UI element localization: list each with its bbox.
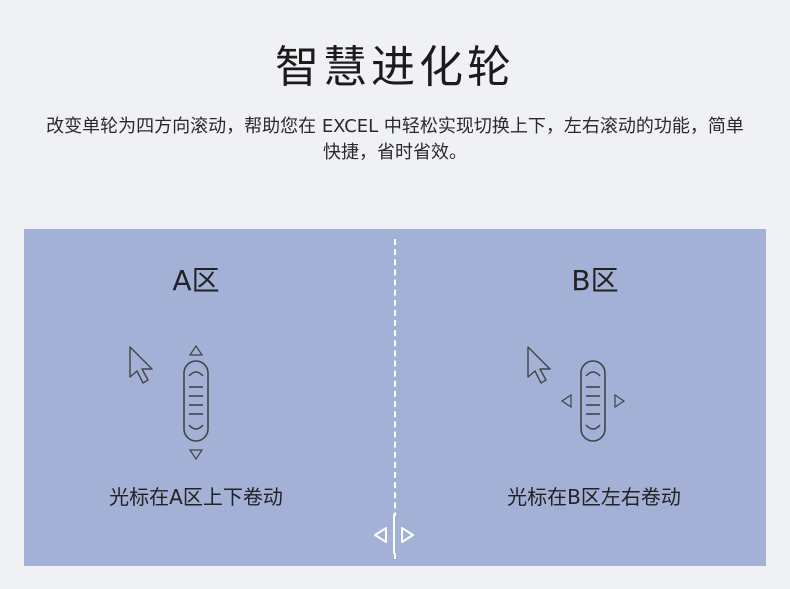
zone-a-illustration — [129, 344, 209, 461]
page-description: 改变单轮为四方向滚动，帮助您在 EXCEL 中轻松实现切换上下，左右滚动的功能，… — [46, 116, 744, 163]
zone-b-title: B区 — [571, 264, 619, 297]
mouse-pointer-icon — [129, 346, 153, 384]
triangle-left-icon — [374, 527, 387, 543]
scroll-wheel-icon — [580, 360, 606, 442]
scroll-wheel-icon — [183, 360, 209, 442]
zone-a-title: A区 — [172, 264, 220, 297]
triangle-right-icon — [614, 393, 626, 409]
mouse-pointer-icon — [527, 346, 551, 384]
scroll-zones-panel: A区 B区 — [24, 229, 766, 566]
triangle-down-icon — [188, 449, 204, 461]
left-right-scroll-indicator — [374, 514, 414, 554]
zone-a-caption: 光标在A区上下卷动 — [109, 485, 283, 509]
triangle-up-icon — [188, 344, 204, 356]
triangle-right-icon — [401, 527, 414, 543]
zone-divider — [394, 239, 396, 559]
triangle-left-icon — [560, 393, 572, 409]
page-title: 智慧进化轮 — [275, 42, 515, 93]
zone-b-illustration — [527, 346, 626, 442]
zone-b-caption: 光标在B区左右卷动 — [507, 485, 681, 509]
